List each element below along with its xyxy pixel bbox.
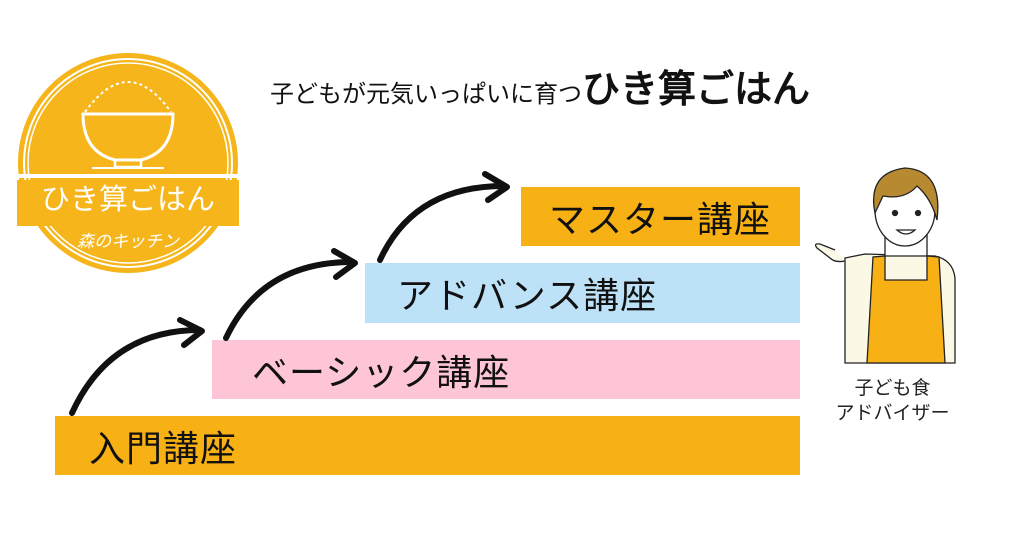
step-label: ベーシック講座 (252, 352, 511, 394)
logo-name: ひき算ごはん (40, 182, 215, 216)
advisor-illustration-icon (814, 167, 956, 364)
step-bar-master: マスター講座 (521, 187, 800, 246)
page-title: 子どもが元気いっぱいに育つひき算ごはん (270, 58, 810, 113)
step-bar-advance: アドバンス講座 (365, 263, 800, 323)
step-bar-intro: 入門講座 (55, 416, 800, 475)
logo-emblem-icon (17, 53, 239, 273)
advisor-caption-line2: アドバイザー (835, 402, 950, 424)
arrow-icon (69, 327, 203, 416)
arrow-icon (377, 183, 507, 263)
logo-subtitle: 森のキッチン (77, 232, 179, 252)
step-label: 入門講座 (89, 428, 238, 470)
title-brand: ひき算ごはん (582, 67, 811, 111)
step-label: アドバンス講座 (397, 276, 658, 317)
advisor-caption-line1: 子ども食 (854, 377, 931, 399)
title-prefix: 子どもが元気いっぱいに育つ (270, 80, 582, 108)
arrow-icon (177, 317, 205, 348)
arrow-icon (331, 248, 358, 280)
arrow-icon (482, 171, 510, 203)
logo: ひき算ごはん 森のキッチン (17, 52, 239, 274)
step-label: マスター講座 (549, 199, 772, 241)
arrow-icon (223, 259, 355, 341)
step-bar-basic: ベーシック講座 (212, 340, 800, 399)
